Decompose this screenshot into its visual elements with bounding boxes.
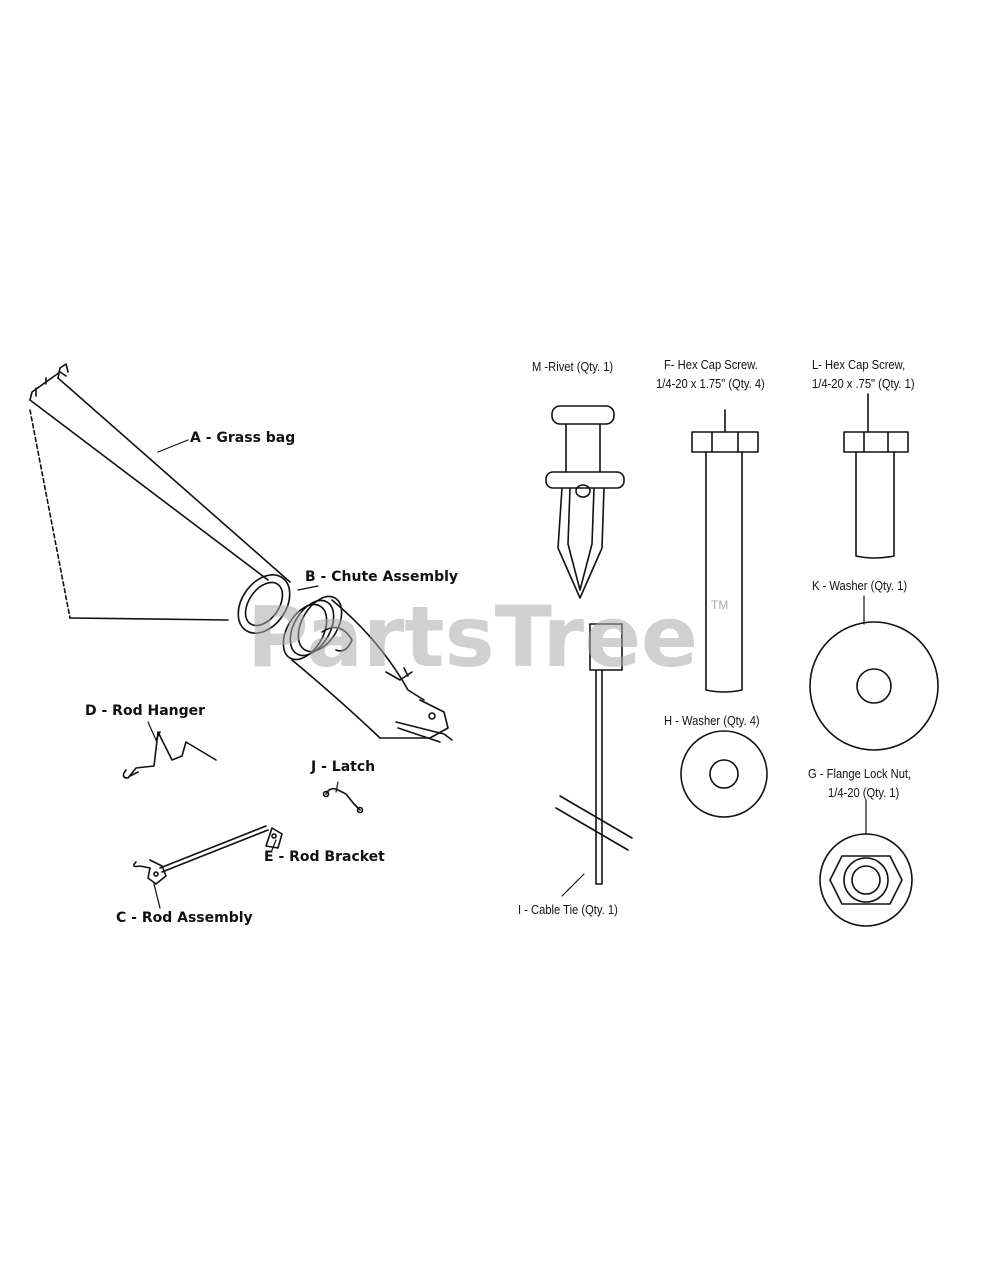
label-latch: J - Latch <box>311 759 376 775</box>
label-hex-screw-f-line1: F- Hex Cap Screw. <box>664 357 758 372</box>
rod-hanger-drawing <box>122 731 217 779</box>
label-rod-hanger: D - Rod Hanger <box>85 703 206 719</box>
label-chute-assembly: B - Chute Assembly <box>305 569 459 585</box>
rod-bracket-leader <box>271 839 277 851</box>
label-rod-assembly: C - Rod Assembly <box>116 910 253 926</box>
washer-k-drawing <box>809 621 939 751</box>
rod-bracket-drawing <box>265 827 283 849</box>
label-hex-screw-l-line2: 1/4-20 x .75" (Qty. 1) <box>812 376 915 391</box>
cable-tie-drawing <box>555 623 633 885</box>
grass-bag-drawing <box>29 363 291 634</box>
hex-cap-screw-f-drawing <box>691 409 759 693</box>
label-hex-screw-f-line2: 1/4-20 x 1.75" (Qty. 4) <box>656 376 765 391</box>
trademark-mark: TM <box>711 598 729 612</box>
washer-h-drawing <box>680 730 768 818</box>
rod-assembly-drawing <box>132 825 269 885</box>
rod-hanger-leader <box>147 721 157 741</box>
chute-assembly-drawing <box>282 595 453 743</box>
parts-tree-watermark: PartsTree <box>247 588 699 686</box>
hex-cap-screw-l-drawing <box>843 393 909 559</box>
rod-assembly-leader <box>153 883 161 909</box>
label-cable-tie: I - Cable Tie (Qty. 1) <box>518 902 618 917</box>
label-rod-bracket: E - Rod Bracket <box>264 849 385 865</box>
label-grass-bag: A - Grass bag <box>190 430 296 446</box>
label-washer-k: K - Washer (Qty. 1) <box>812 578 908 593</box>
latch-drawing <box>322 787 364 814</box>
chute-leader <box>297 585 319 591</box>
grass-bag-leader <box>157 439 189 453</box>
label-washer-h: H - Washer (Qty. 4) <box>664 713 760 728</box>
cable-tie-leader <box>561 873 585 897</box>
label-flange-nut-line2: 1/4-20 (Qty. 1) <box>828 785 900 800</box>
label-rivet: M -Rivet (Qty. 1) <box>532 359 614 374</box>
label-hex-screw-l-line1: L- Hex Cap Screw, <box>812 357 906 372</box>
flange-nut-drawing <box>819 833 913 927</box>
rivet-drawing <box>545 405 625 599</box>
latch-leader <box>335 781 339 793</box>
label-flange-nut-line1: G - Flange Lock Nut, <box>808 766 912 781</box>
